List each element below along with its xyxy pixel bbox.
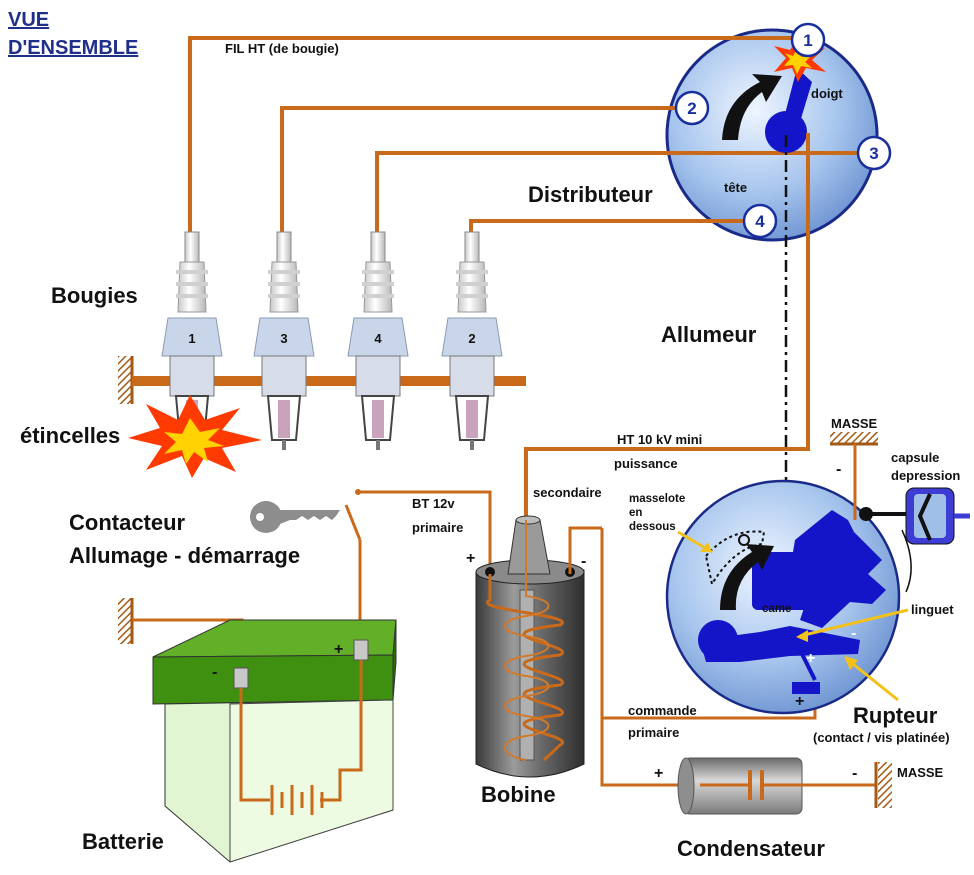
spark-plug-4 [347,231,409,450]
label-doigt: doigt [811,86,843,101]
label-rupteur-sub: (contact / vis platinée) [813,730,950,745]
plug-number-3: 4 [374,331,382,346]
label-secondaire: secondaire [533,485,602,500]
label-batterie: Batterie [82,829,164,854]
label-masselote-3: dessous [629,521,676,533]
terminal-4: 4 [742,203,778,239]
ignition-coil [475,515,602,778]
rupteur-arrow [847,658,899,702]
contact-plus: + [806,650,815,667]
label-primaire: primaire [412,520,463,535]
label-etincelles: étincelles [20,423,120,448]
title-line1: VUE [8,9,49,31]
label-puissance: puissance [614,456,678,471]
terminal-2: 2 [674,90,710,126]
label-commande: commande [628,703,697,718]
ht-coil-wire [524,133,810,518]
key-icon [250,501,340,533]
spark-plug-2 [441,231,503,450]
label-contacteur-2: Allumage - démarrage [69,543,300,568]
etincelle-icon [128,395,262,478]
engine-ground-rail [118,356,526,404]
vacuum-capsule [859,487,970,545]
masselote [704,530,766,587]
condenser-wire [600,718,680,787]
label-commande-primaire: primaire [628,725,679,740]
label-rupteur: Rupteur [853,703,938,728]
battery-plus: + [334,641,343,658]
label-capsule-2: depression [891,468,960,483]
contact-minus: - [851,625,856,642]
label-masse-cond: MASSE [897,765,944,780]
coil-plus: + [466,550,475,567]
terminal-4-label: 4 [755,212,765,231]
masse-top [830,432,878,520]
condenser [677,757,892,815]
label-contacteur-1: Contacteur [69,510,186,535]
label-fil-ht: FIL HT (de bougie) [225,41,339,56]
label-bougies: Bougies [51,283,138,308]
breaker-plus: + [795,693,804,710]
terminal-3-label: 3 [869,144,878,163]
breaker-plate [698,510,886,694]
terminal-1-label: 1 [803,31,812,50]
label-masse-top: MASSE [831,416,878,431]
plug-number-2: 3 [280,331,287,346]
spark-plug-3 [253,231,315,450]
label-bobine: Bobine [481,782,556,807]
label-masselote-1: masselote [629,493,685,505]
label-masselote-2: en [629,507,642,519]
condenser-minus: - [852,765,857,782]
battery-minus: - [212,664,217,681]
rotor-doigt [765,68,812,153]
label-bt: BT 12v [412,496,455,511]
rotation-arrow [722,74,782,140]
condenser-plus: + [654,765,663,782]
battery [118,598,397,863]
plug-number-4: 2 [468,331,475,346]
masse-minus: - [836,461,841,478]
label-capsule-1: capsule [891,450,939,465]
label-allumeur: Allumeur [661,322,757,347]
terminal-2-label: 2 [687,99,696,118]
label-tete: tête [724,180,747,195]
terminal-1: 1 [790,22,826,58]
capsule-arrow [901,529,912,593]
label-ht: HT 10 kV mini [617,432,702,447]
plug-number-1: 1 [188,331,195,346]
title-line2: D'ENSEMBLE [8,37,138,59]
cam-rotation-arrow [720,544,774,610]
label-linguet: linguet [911,602,954,617]
linguet-arrow [799,608,909,638]
label-came: came [762,603,791,615]
label-condensateur: Condensateur [677,836,825,861]
label-distributeur: Distributeur [528,182,653,207]
coil-minus: - [581,553,586,570]
terminal-3: 3 [856,135,892,171]
